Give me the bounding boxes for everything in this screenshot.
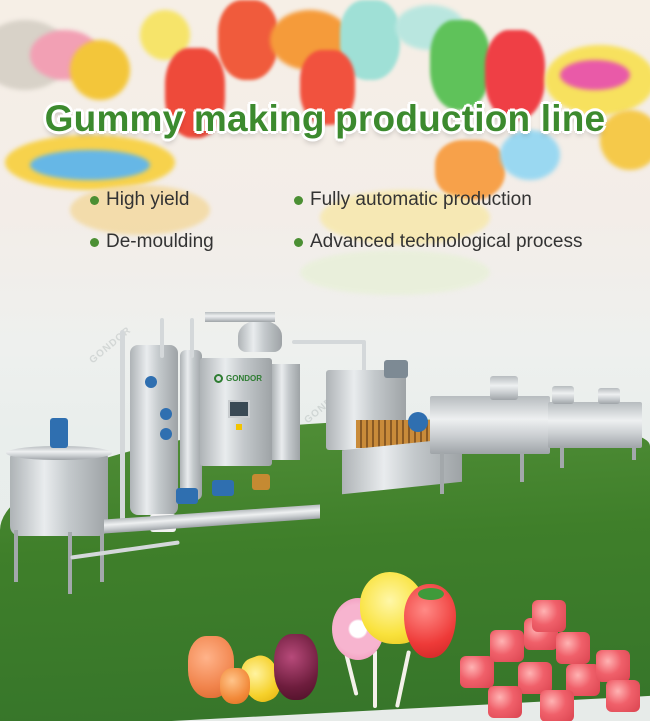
cooling-tunnel-2: [548, 402, 642, 448]
feature-advanced-process: Advanced technological process: [294, 231, 583, 253]
gummy-bear-purple: [274, 634, 318, 700]
watermark: GONDOR: [87, 324, 134, 367]
feature-label: Advanced technological process: [310, 231, 583, 252]
feature-label: High yield: [106, 189, 190, 210]
bullet-icon: [294, 237, 303, 247]
vacuum-tank: [238, 320, 282, 352]
feature-label: Fully automatic production: [310, 189, 532, 210]
feature-label: De-moulding: [106, 231, 214, 252]
control-screen: [228, 400, 250, 418]
tank-lid: [6, 446, 112, 460]
logo-text: GONDOR: [226, 373, 262, 383]
banner-title: Gummy making production line: [44, 98, 606, 139]
tank-motor: [50, 418, 68, 448]
cooling-tunnel-1: [430, 396, 550, 454]
mixing-tank: [10, 452, 108, 536]
feature-demoulding: De-moulding: [90, 231, 214, 253]
logo-icon: [214, 373, 223, 383]
feature-high-yield: High yield: [90, 189, 189, 211]
bullet-icon: [90, 237, 99, 247]
feature-automatic: Fully automatic production: [294, 189, 532, 211]
gummy-cube: [460, 656, 494, 688]
bullet-icon: [294, 195, 303, 205]
gondor-logo: GONDOR: [214, 368, 264, 388]
bullet-icon: [90, 195, 99, 205]
